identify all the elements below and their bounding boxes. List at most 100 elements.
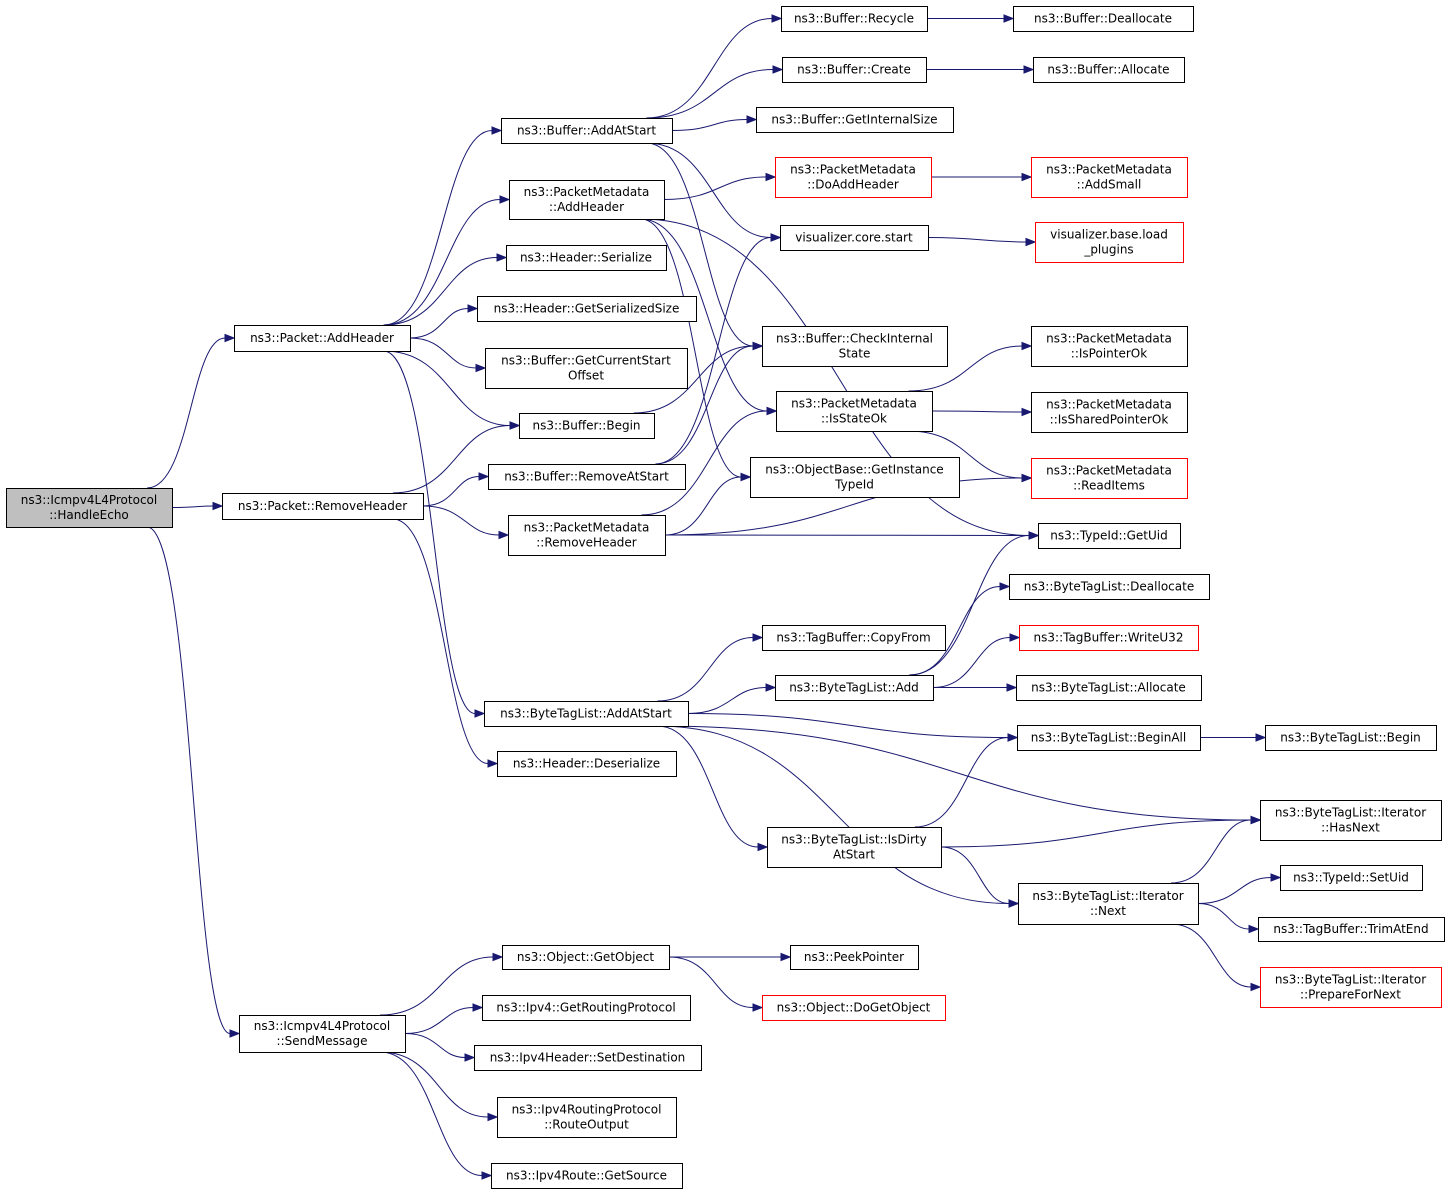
edge-iterator-next-to-iterator-has-next (1170, 815, 1262, 884)
edge-buffer-add-at-start-to-visualizer-core-start (646, 142, 782, 242)
node-header-deserialize[interactable]: ns3::Header::Deserialize (497, 751, 677, 777)
node-byte-tag-list-allocate[interactable]: ns3::ByteTagList::Allocate (1016, 675, 1202, 701)
node-pm-is-state-ok[interactable]: ns3::PacketMetadata::IsStateOk (776, 391, 933, 432)
node-send-message[interactable]: ns3::Icmpv4L4Protocol::SendMessage (239, 1015, 406, 1053)
edge-send-message-to-object-get-object (380, 952, 504, 1016)
node-object-get-object[interactable]: ns3::Object::GetObject (502, 945, 670, 970)
arrow-head (1025, 237, 1037, 247)
node-iterator-next[interactable]: ns3::ByteTagList::Iterator::Next (1018, 883, 1199, 925)
edge-line (909, 535, 1030, 676)
node-label: ns3::Buffer::Create (797, 63, 911, 77)
node-buffer-remove-at-start[interactable]: ns3::Buffer::RemoveAtStart (488, 464, 686, 490)
node-iterator-has-next[interactable]: ns3::ByteTagList::Iterator::HasNext (1260, 800, 1442, 841)
node-header-serialize[interactable]: ns3::Header::Serialize (506, 245, 667, 271)
arrow-head (467, 304, 479, 313)
node-buffer-add-at-start[interactable]: ns3::Buffer::AddAtStart (501, 118, 673, 144)
edge-line (663, 176, 767, 200)
edge-line (640, 218, 768, 412)
node-tag-buffer-trim-at-end[interactable]: ns3::TagBuffer::TrimAtEnd (1258, 917, 1445, 942)
node-iterator-prepare-for-next[interactable]: ns3::ByteTagList::Iterator::PrepareForNe… (1260, 967, 1442, 1008)
node-pm-read-items[interactable]: ns3::PacketMetadata::ReadItems (1031, 458, 1188, 499)
edge-byte-tag-list-is-dirty-at-start-to-byte-tag-list-begin-all (914, 733, 1019, 828)
node-header-get-serialized-size[interactable]: ns3::Header::GetSerializedSize (477, 296, 697, 322)
edge-buffer-add-at-start-to-buffer-get-internal-size (671, 115, 758, 131)
edge-line (633, 345, 754, 414)
node-label: ns3::ObjectBase::GetInstance (765, 463, 943, 477)
arrow-head (1007, 733, 1019, 742)
node-label: ns3::ByteTagList::Iterator (1275, 806, 1426, 820)
node-tag-buffer-write-u32[interactable]: ns3::TagBuffer::WriteU32 (1019, 625, 1199, 651)
node-visualizer-core-start[interactable]: visualizer.core.start (780, 225, 929, 251)
node-box (485, 348, 688, 389)
node-ipv4-route-get-source[interactable]: ns3::Ipv4Route::GetSource (491, 1163, 683, 1189)
node-type-id-set-uid[interactable]: ns3::TypeId::SetUid (1280, 865, 1423, 891)
node-pm-do-add-header[interactable]: ns3::PacketMetadata::DoAddHeader (775, 157, 932, 198)
node-pm-is-shared-pointer-ok[interactable]: ns3::PacketMetadata::IsSharedPointerOk (1031, 392, 1188, 433)
node-ipv4-header-set-destination[interactable]: ns3::Ipv4Header::SetDestination (474, 1045, 702, 1071)
node-box (762, 995, 946, 1021)
node-ipv4-routing-protocol-route-output[interactable]: ns3::Ipv4RoutingProtocol::RouteOutput (497, 1097, 677, 1138)
arrow-head (766, 406, 778, 416)
node-label: ::DoAddHeader (807, 178, 899, 192)
edge-line (392, 518, 489, 764)
node-label: ::ReadItems (1073, 479, 1145, 493)
node-pm-add-header[interactable]: ns3::PacketMetadata::AddHeader (509, 180, 665, 220)
node-box (477, 296, 697, 322)
edge-line (171, 505, 214, 508)
node-box (508, 515, 666, 556)
edge-line (909, 586, 1001, 676)
edge-remove-header-to-buffer-begin (392, 421, 521, 494)
node-box (762, 625, 946, 651)
node-buffer-recycle[interactable]: ns3::Buffer::Recycle (781, 6, 928, 32)
arrow-head (740, 472, 752, 482)
node-label: ns3::Buffer::Recycle (794, 12, 914, 26)
node-label: State (839, 347, 871, 361)
edge-byte-tag-list-add-at-start-to-iterator-next (657, 725, 1020, 908)
node-box (775, 675, 934, 701)
node-label: ::RemoveHeader (536, 536, 637, 550)
edge-line (383, 350, 511, 426)
node-buffer-get-internal-size[interactable]: ns3::Buffer::GetInternalSize (756, 107, 954, 133)
edge-line (664, 534, 1030, 536)
node-ipv4-get-routing-protocol[interactable]: ns3::Ipv4::GetRoutingProtocol (482, 995, 691, 1021)
node-pm-add-small[interactable]: ns3::PacketMetadata::AddSmall (1031, 157, 1188, 198)
node-handle-echo[interactable]: ns3::Icmpv4L4Protocol::HandleEcho (6, 488, 173, 528)
node-pm-is-pointer-ok[interactable]: ns3::PacketMetadata::IsPointerOk (1031, 326, 1188, 367)
node-label: ::IsPointerOk (1071, 347, 1147, 361)
node-byte-tag-list-begin-all[interactable]: ns3::ByteTagList::BeginAll (1017, 725, 1201, 751)
edge-line (927, 237, 1027, 243)
node-box (502, 945, 670, 970)
node-byte-tag-list-add[interactable]: ns3::ByteTagList::Add (775, 675, 934, 701)
node-byte-tag-list-begin[interactable]: ns3::ByteTagList::Begin (1265, 725, 1437, 751)
node-pm-remove-header[interactable]: ns3::PacketMetadata::RemoveHeader (508, 515, 666, 556)
node-object-do-get-object[interactable]: ns3::Object::DoGetObject (762, 995, 946, 1021)
node-box (491, 1163, 683, 1189)
node-buffer-begin[interactable]: ns3::Buffer::Begin (519, 413, 655, 439)
node-buffer-create[interactable]: ns3::Buffer::Create (782, 57, 927, 83)
node-visualizer-base-load-plugins[interactable]: visualizer.base.load_plugins (1035, 222, 1184, 263)
node-byte-tag-list-add-at-start[interactable]: ns3::ByteTagList::AddAtStart (484, 701, 689, 727)
edge-line (404, 1033, 466, 1058)
arrow-head (487, 1112, 499, 1122)
node-peek-pointer[interactable]: ns3::PeekPointer (790, 945, 919, 970)
edge-line (655, 345, 754, 465)
node-label: Offset (568, 369, 604, 383)
edge-line (940, 819, 1252, 848)
node-type-id-get-uid[interactable]: ns3::TypeId::GetUid (1038, 523, 1181, 549)
node-buffer-deallocate[interactable]: ns3::Buffer::Deallocate (1013, 6, 1194, 32)
node-remove-header[interactable]: ns3::Packet::RemoveHeader (222, 493, 424, 520)
arrow-head (772, 65, 784, 74)
node-label: ns3::Packet::AddHeader (250, 331, 394, 345)
node-label: ns3::Buffer::GetCurrentStart (501, 354, 671, 368)
node-byte-tag-list-deallocate[interactable]: ns3::ByteTagList::Deallocate (1009, 574, 1210, 600)
node-tag-buffer-copy-from[interactable]: ns3::TagBuffer::CopyFrom (762, 625, 946, 651)
node-box (1035, 222, 1184, 263)
node-buffer-allocate[interactable]: ns3::Buffer::Allocate (1033, 57, 1185, 83)
arrow-head (224, 333, 236, 343)
node-add-header[interactable]: ns3::Packet::AddHeader (234, 325, 411, 352)
edge-byte-tag-list-add-at-start-to-byte-tag-list-add (687, 683, 777, 714)
